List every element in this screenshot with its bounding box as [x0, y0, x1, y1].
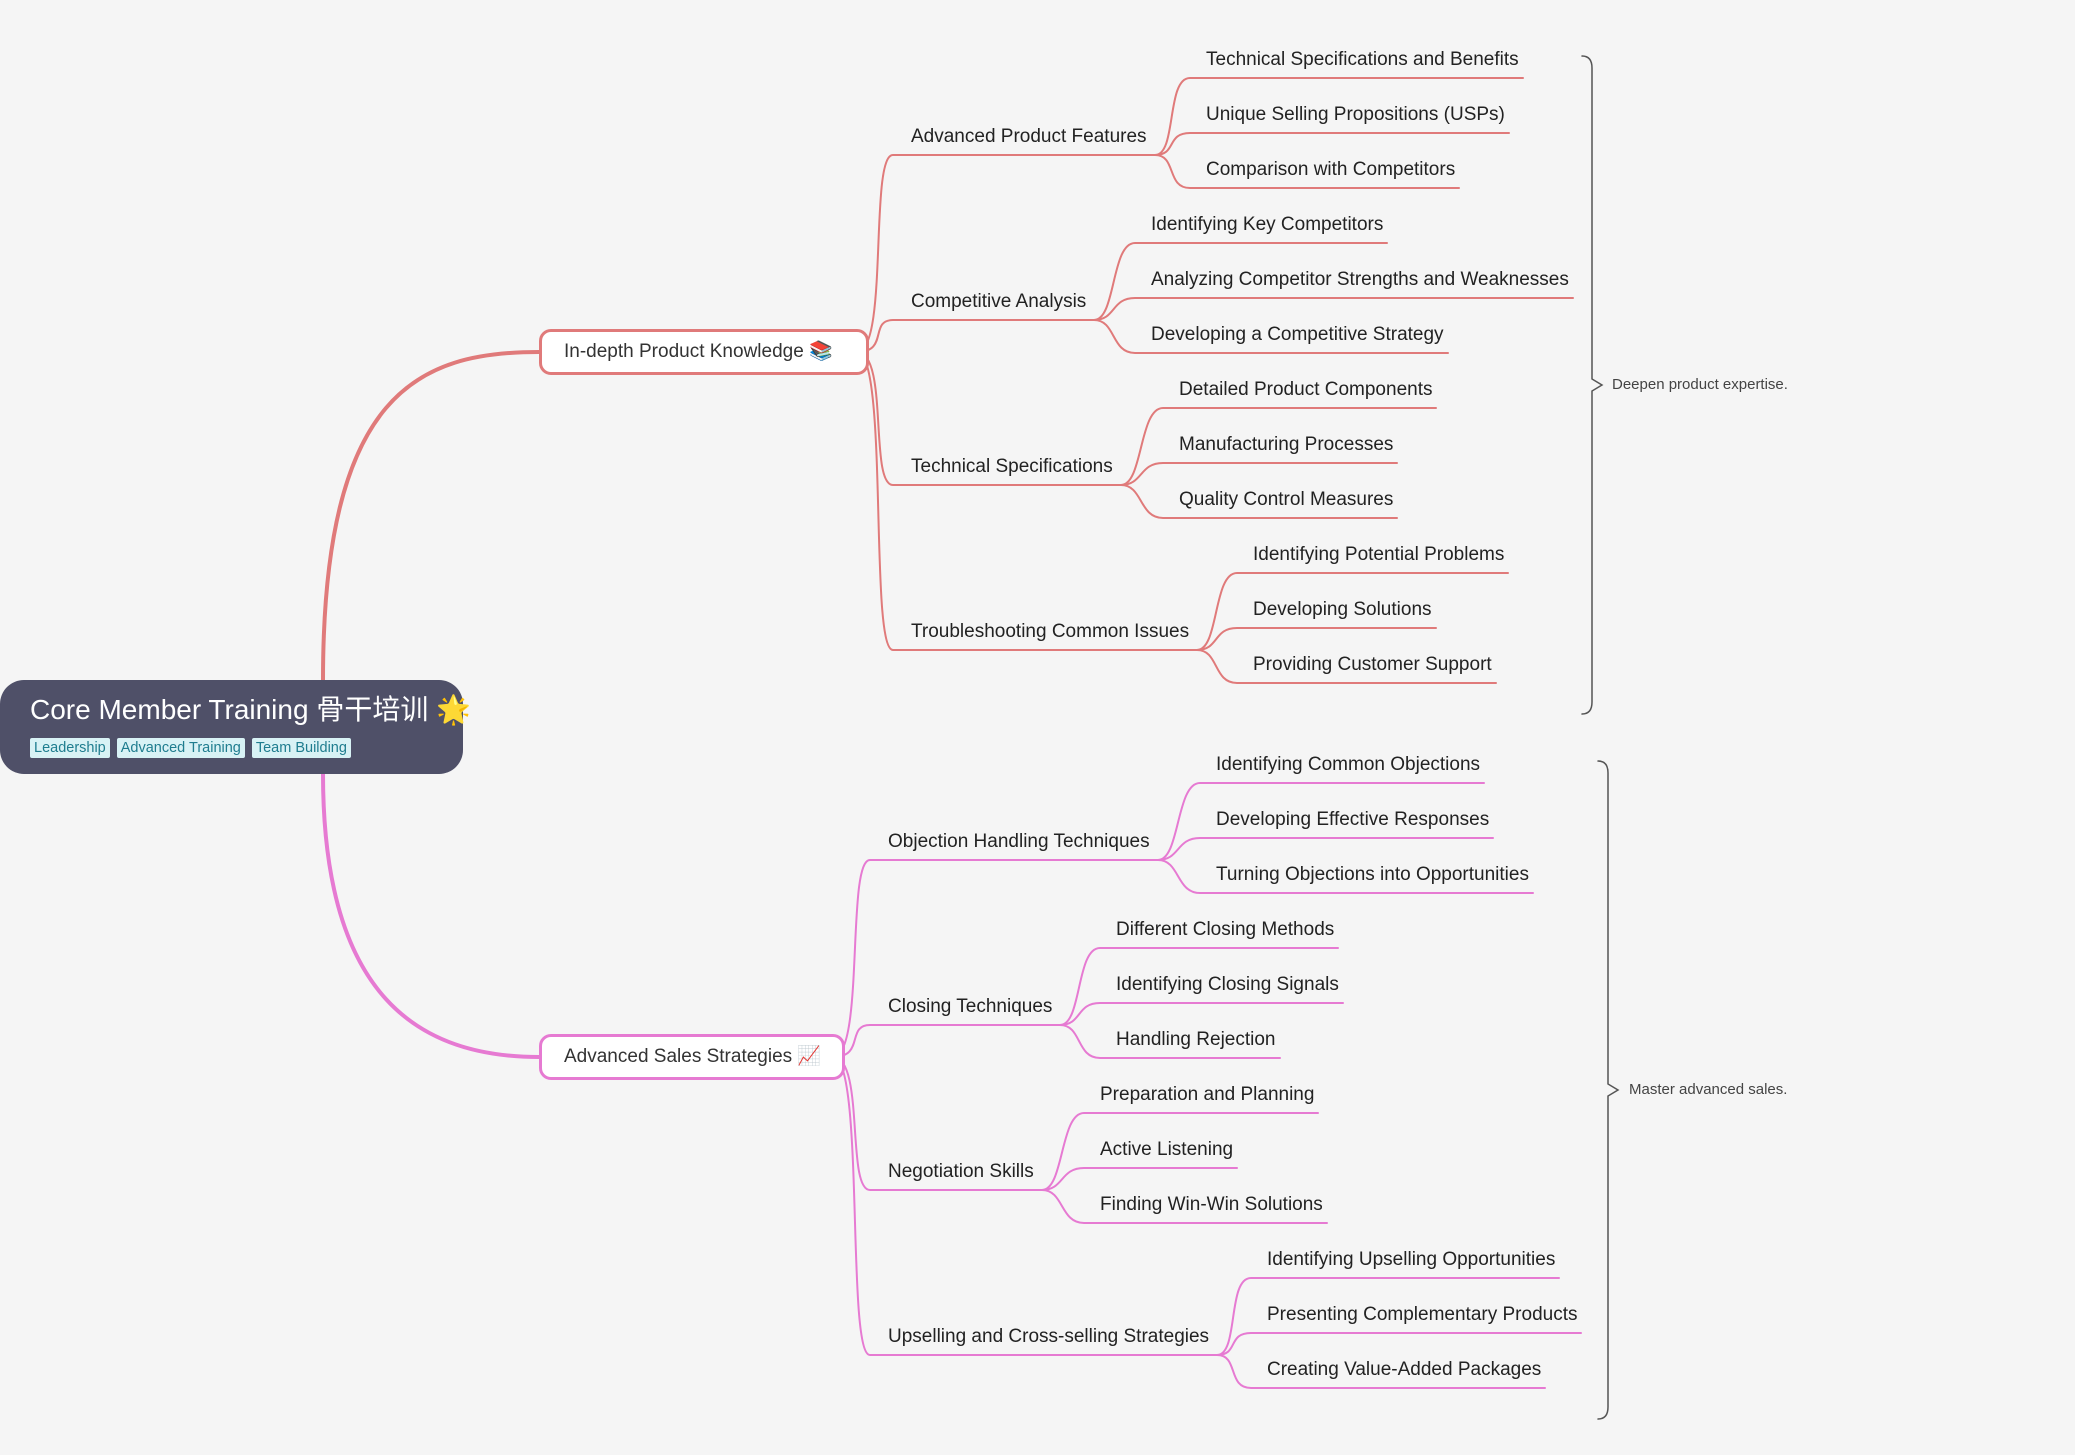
subtopic-connector — [1120, 407, 1437, 486]
subtopic[interactable]: Handling Rejection — [1116, 1029, 1276, 1050]
tag-team-building[interactable]: Team Building — [251, 738, 351, 758]
topic-connector — [856, 154, 1156, 353]
subtopic[interactable]: Creating Value-Added Packages — [1267, 1359, 1542, 1380]
summary-bracket — [1597, 760, 1620, 1420]
subtopic[interactable]: Active Listening — [1100, 1139, 1234, 1160]
subtopic-connector — [1157, 782, 1485, 861]
tag-advanced-training[interactable]: Advanced Training — [116, 738, 245, 758]
subtopic-connector — [1216, 1277, 1560, 1356]
subtopic-connector — [1059, 1024, 1281, 1059]
subtopic-connector — [1154, 77, 1524, 156]
subtopic[interactable]: Presenting Complementary Products — [1267, 1304, 1578, 1325]
root-title: Core Member Training 骨干培训 🌟 — [30, 694, 471, 725]
subtopic[interactable]: Different Closing Methods — [1116, 919, 1335, 940]
summary-note: Master advanced sales. — [1629, 1081, 1788, 1098]
subtopic[interactable]: Developing a Competitive Strategy — [1151, 324, 1444, 345]
root-connector — [321, 350, 541, 682]
subtopic[interactable]: Developing Solutions — [1253, 599, 1432, 620]
subtopic[interactable]: Identifying Potential Problems — [1253, 544, 1505, 565]
subtopic[interactable]: Developing Effective Responses — [1216, 809, 1490, 830]
root-node[interactable]: Core Member Training 骨干培训 🌟 Leadership A… — [0, 680, 471, 774]
subtopic-connector — [1041, 1189, 1328, 1224]
subtopic-connector — [1120, 462, 1398, 486]
subtopic[interactable]: Detailed Product Components — [1179, 379, 1433, 400]
subtopic-connector — [1041, 1112, 1319, 1191]
subtopic-connector — [1093, 297, 1574, 321]
subtopic-connector — [1196, 649, 1497, 684]
subtopic[interactable]: Preparation and Planning — [1100, 1084, 1315, 1105]
branch-product-knowledge[interactable]: In-depth Product Knowledge 📚 — [539, 329, 869, 375]
subtopic-connector — [1216, 1354, 1546, 1389]
subtopic-connector — [1093, 319, 1449, 354]
subtopic[interactable]: Technical Specifications and Benefits — [1206, 49, 1519, 70]
subtopic-connector — [1041, 1167, 1238, 1191]
summary-bracket — [1581, 55, 1604, 715]
topic-connector — [832, 1024, 1061, 1058]
topic-objection-handling[interactable]: Objection Handling Techniques — [888, 831, 1150, 852]
subtopic-connector — [1059, 1002, 1344, 1026]
subtopic[interactable]: Quality Control Measures — [1179, 489, 1394, 510]
subtopic-connector — [1120, 484, 1398, 519]
subtopic[interactable]: Providing Customer Support — [1253, 654, 1492, 675]
subtopic-connector — [1196, 572, 1509, 651]
root-tags: Leadership Advanced Training Team Buildi… — [30, 738, 463, 758]
subtopic[interactable]: Finding Win-Win Solutions — [1100, 1194, 1323, 1215]
subtopic-connector — [1196, 627, 1437, 651]
topic-connector — [856, 351, 1198, 651]
topic-negotiation-skills[interactable]: Negotiation Skills — [888, 1161, 1034, 1182]
subtopic[interactable]: Identifying Common Objections — [1216, 754, 1481, 775]
subtopic[interactable]: Turning Objections into Opportunities — [1216, 864, 1529, 885]
topic-technical-specifications[interactable]: Technical Specifications — [911, 456, 1113, 477]
subtopic[interactable]: Identifying Closing Signals — [1116, 974, 1339, 995]
subtopic[interactable]: Manufacturing Processes — [1179, 434, 1394, 455]
root-connector — [321, 772, 541, 1059]
subtopic[interactable]: Comparison with Competitors — [1206, 159, 1456, 180]
topic-troubleshooting[interactable]: Troubleshooting Common Issues — [911, 621, 1190, 642]
topic-connector — [832, 859, 1159, 1058]
subtopic-connector — [1157, 859, 1534, 894]
topic-competitive-analysis[interactable]: Competitive Analysis — [911, 291, 1087, 312]
topic-advanced-product-features[interactable]: Advanced Product Features — [911, 126, 1147, 147]
branch-sales-strategies[interactable]: Advanced Sales Strategies 📈 — [539, 1034, 845, 1080]
subtopic-connector — [1059, 947, 1339, 1026]
subtopic-connector — [1154, 154, 1460, 189]
subtopic-connector — [1093, 242, 1388, 321]
subtopic[interactable]: Identifying Key Competitors — [1151, 214, 1384, 235]
subtopic[interactable]: Analyzing Competitor Strengths and Weakn… — [1151, 269, 1569, 290]
topic-closing-techniques[interactable]: Closing Techniques — [888, 996, 1053, 1017]
topic-upselling-cross-selling[interactable]: Upselling and Cross-selling Strategies — [888, 1326, 1210, 1347]
summary-note: Deepen product expertise. — [1612, 376, 1788, 393]
subtopic-connector — [1216, 1332, 1582, 1356]
subtopic[interactable]: Unique Selling Propositions (USPs) — [1206, 104, 1505, 125]
subtopic-connector — [1154, 132, 1510, 156]
subtopic-connector — [1157, 837, 1494, 861]
subtopic[interactable]: Identifying Upselling Opportunities — [1267, 1249, 1556, 1270]
tag-leadership[interactable]: Leadership — [30, 738, 110, 758]
topic-connector — [856, 319, 1095, 353]
